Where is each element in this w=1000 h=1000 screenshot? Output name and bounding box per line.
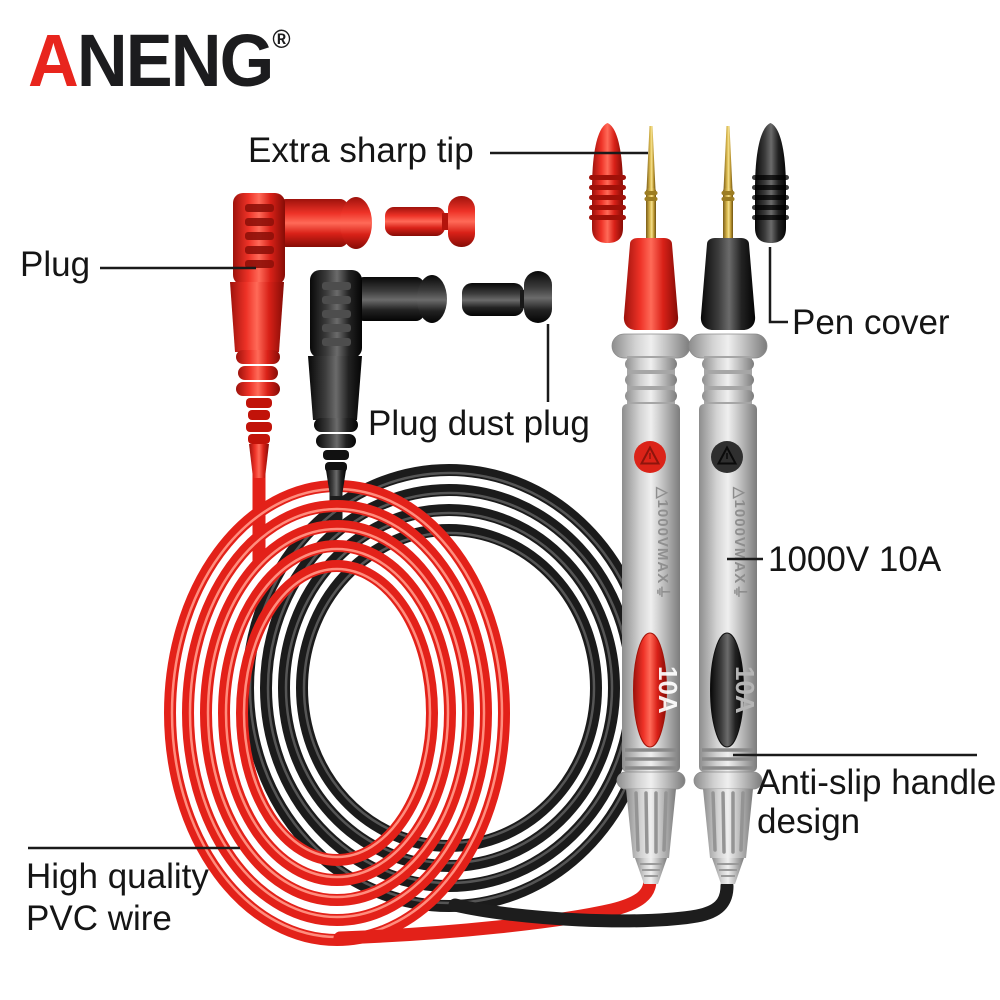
pen-cover-leader-line [768, 247, 788, 324]
red-warning-badge [634, 441, 666, 473]
wire-to-probes [333, 873, 734, 945]
black-probe-marking: △1000VMAX⏚ [731, 486, 748, 600]
black-pen-cover [752, 123, 789, 243]
brand-logo: ANENG® [28, 18, 291, 103]
red-dust-plug [385, 196, 475, 247]
black-dust-plug [462, 271, 552, 323]
plug-dust-plug-label: Plug dust plug [368, 404, 590, 443]
black-probe: △1000VMAX⏚ 10A [688, 126, 768, 884]
black-warning-badge [711, 441, 743, 473]
anti-slip-label-line2: design [757, 802, 861, 842]
red-pen-cover [589, 123, 626, 243]
extra-sharp-tip-label: Extra sharp tip [248, 131, 474, 170]
pen-cover-label: Pen cover [792, 303, 950, 342]
red-probe: △1000VMAX⏚ 10A [611, 126, 691, 884]
rating-label: 1000V 10A [768, 540, 942, 579]
brand-logo-rest: NENG [76, 19, 274, 102]
red-banana-plug [230, 193, 372, 478]
brand-logo-accent-letter: A [28, 19, 79, 102]
anti-slip-label-line1: Anti-slip handle [757, 763, 997, 802]
red-probe-marking: △1000VMAX⏚ [654, 486, 671, 600]
pvc-wire-label-line1: High quality [26, 857, 209, 896]
plug-label: Plug [20, 245, 91, 284]
black-probe-current-badge: 10A [730, 666, 760, 714]
black-banana-plug [308, 270, 447, 496]
pvc-wire-label-line2: PVC wire [26, 899, 172, 938]
registered-trademark-symbol: ® [272, 24, 291, 54]
red-probe-current-badge: 10A [653, 666, 683, 714]
pvc-wire-label: High quality PVC wire [26, 856, 209, 940]
anti-slip-label: Anti-slip handle design [757, 763, 996, 841]
